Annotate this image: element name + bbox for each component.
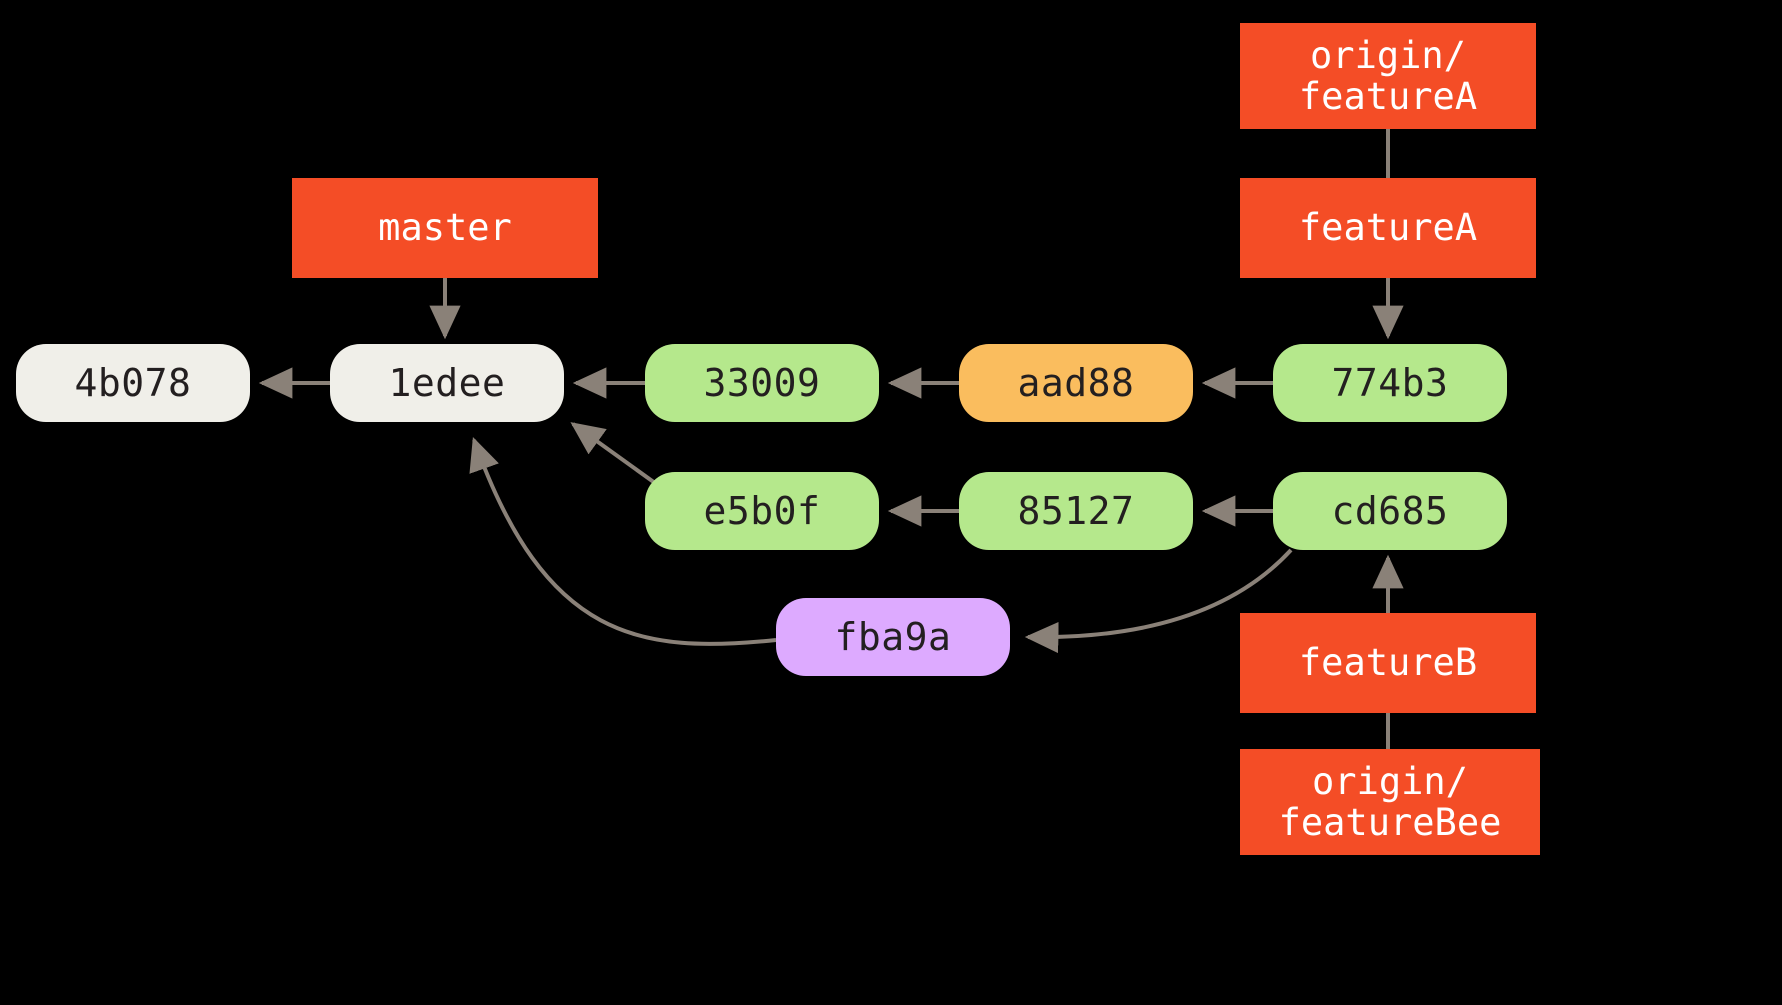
commit-label: 4b078 [74,361,192,405]
commit-node-aad88[interactable]: aad88 [959,344,1193,422]
commit-label: 85127 [1017,489,1135,533]
commit-node-774b3[interactable]: 774b3 [1273,344,1507,422]
commit-label: e5b0f [703,489,821,533]
commit-node-cd685[interactable]: cd685 [1273,472,1507,550]
commit-label: cd685 [1331,489,1449,533]
commit-node-fba9a[interactable]: fba9a [776,598,1010,676]
commit-node-1edee[interactable]: 1edee [330,344,564,422]
branch-label-origin-featureBee[interactable]: origin/ featureBee [1240,749,1540,855]
branch-label-origin-featureA[interactable]: origin/ featureA [1240,23,1536,129]
branch-label-featureA[interactable]: featureA [1240,178,1536,278]
commit-node-33009[interactable]: 33009 [645,344,879,422]
commit-label: fba9a [834,615,952,659]
commit-label: 774b3 [1331,361,1449,405]
commit-node-e5b0f[interactable]: e5b0f [645,472,879,550]
branch-label-featureB[interactable]: featureB [1240,613,1536,713]
commit-label: 33009 [703,361,821,405]
commit-node-85127[interactable]: 85127 [959,472,1193,550]
commit-label: 1edee [388,361,506,405]
commit-node-4b078[interactable]: 4b078 [16,344,250,422]
branch-label-master[interactable]: master [292,178,598,278]
commit-label: aad88 [1017,361,1135,405]
